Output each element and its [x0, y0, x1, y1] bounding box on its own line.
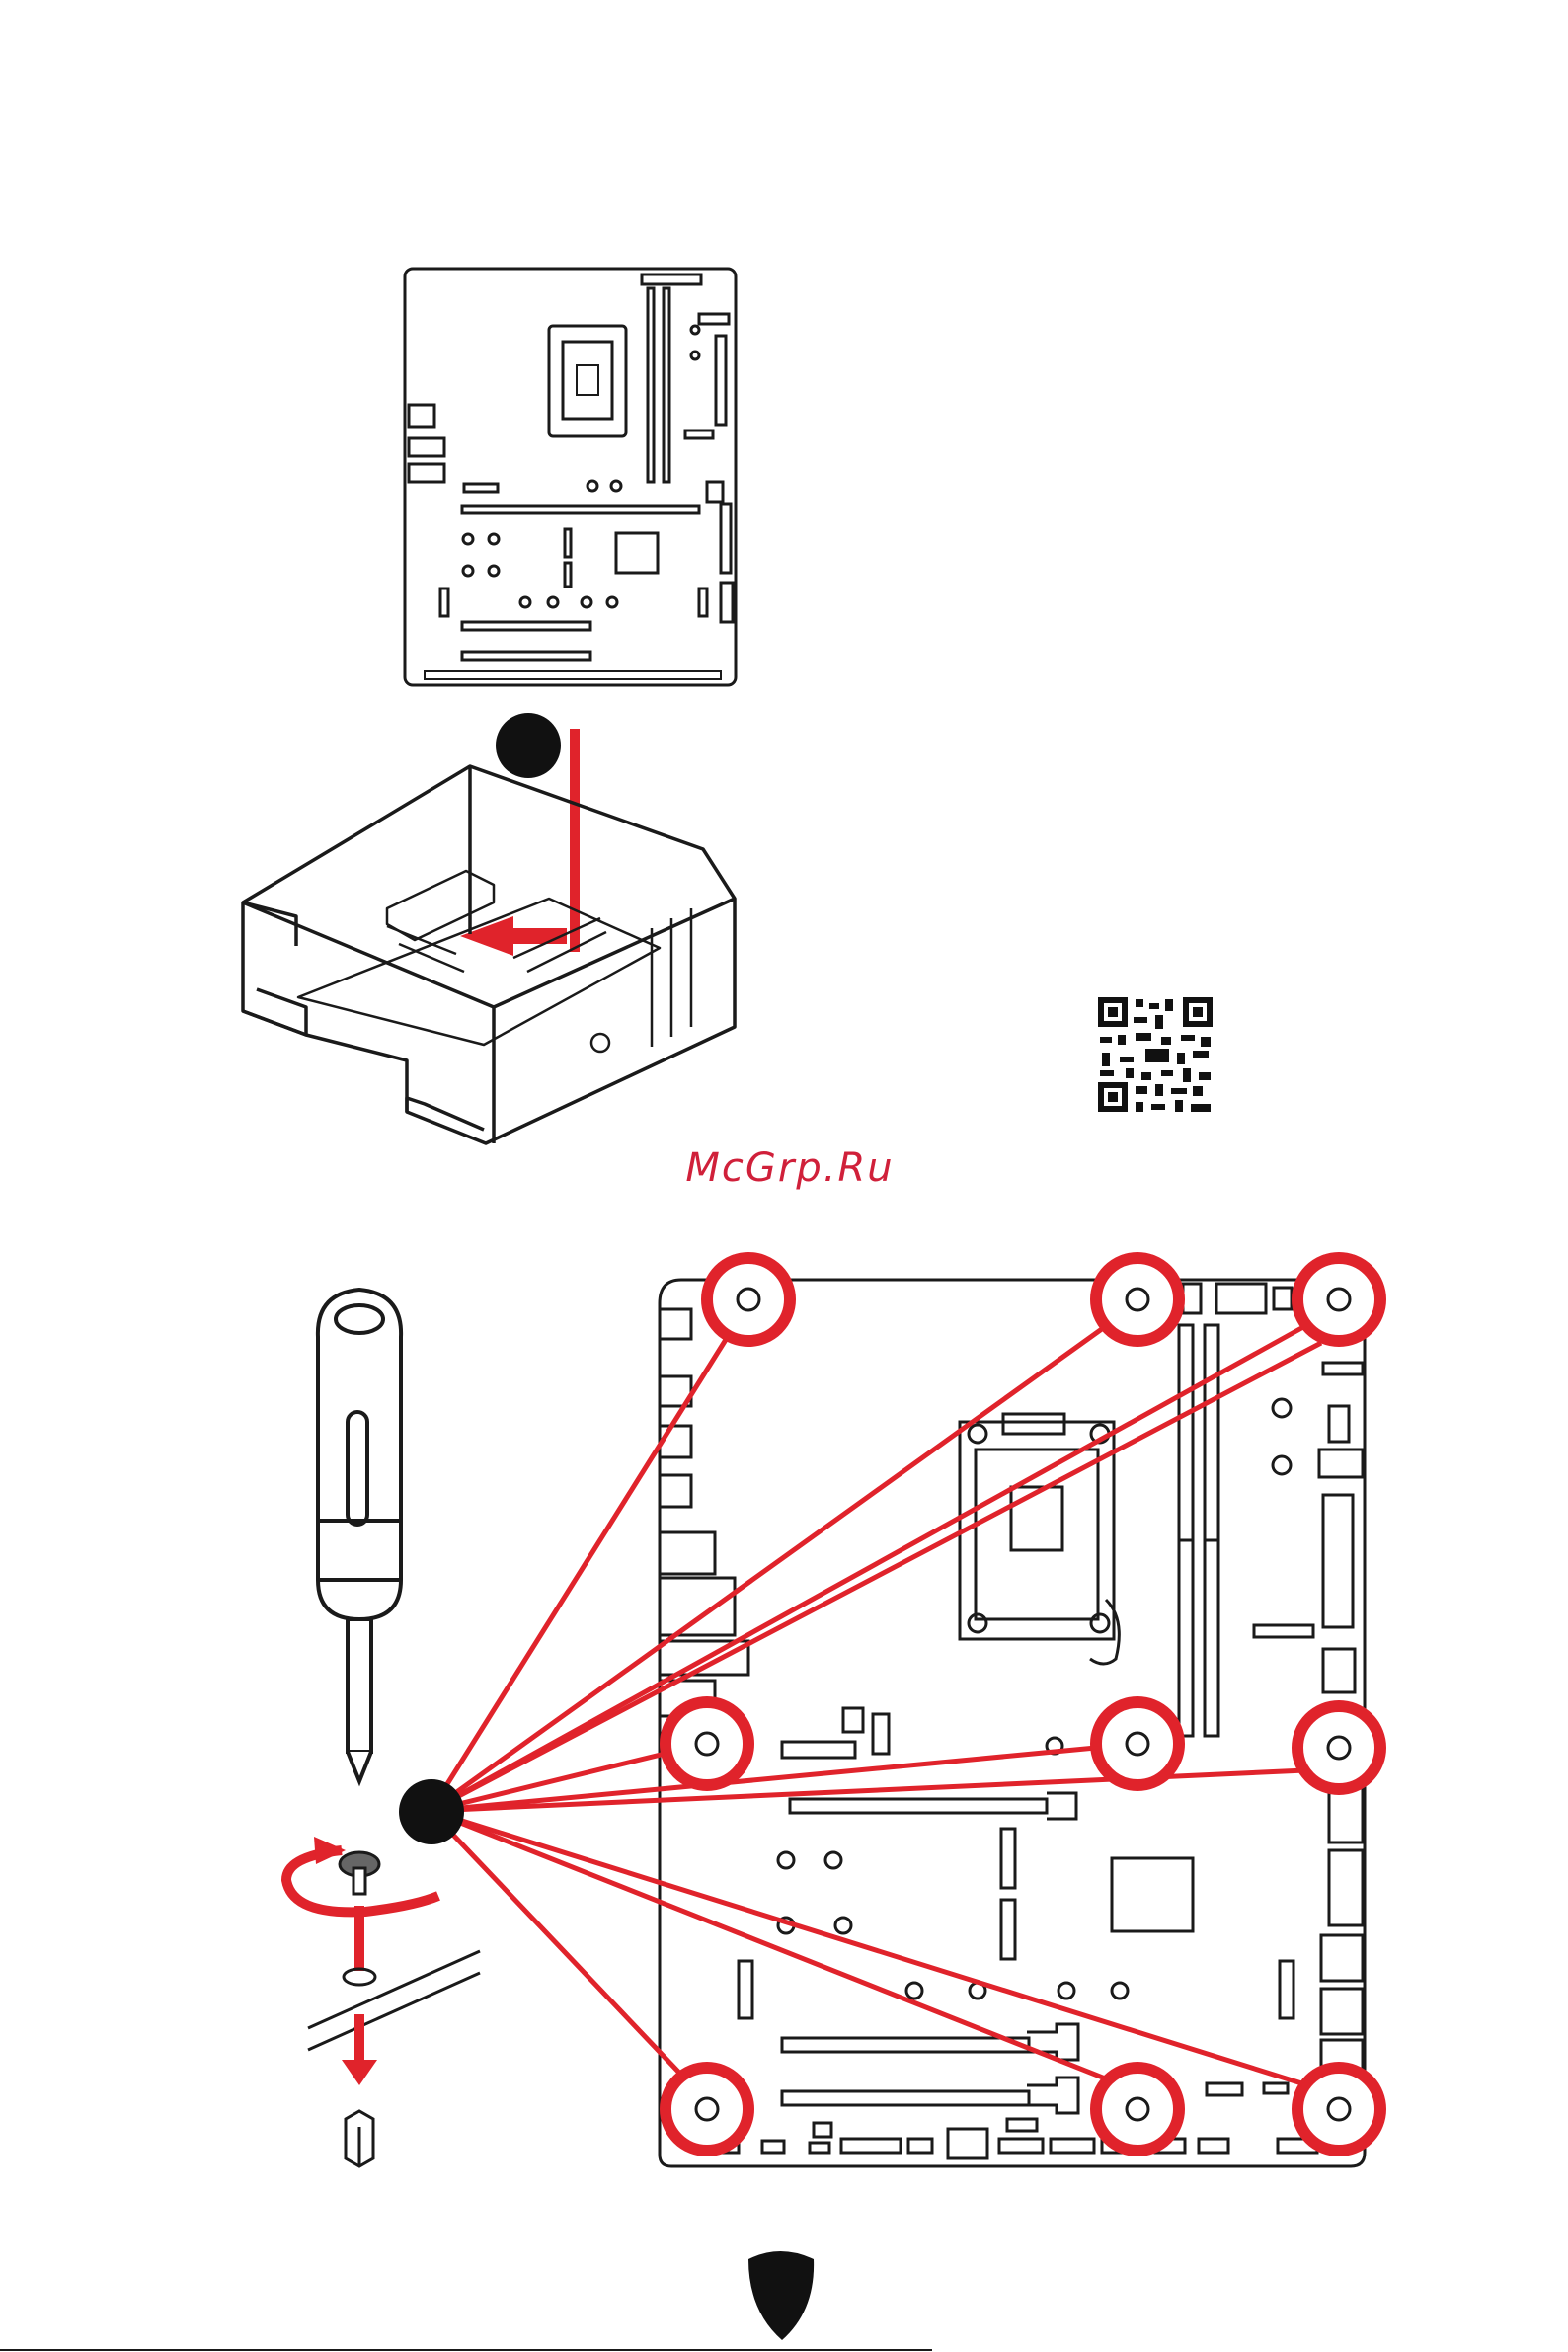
- standoff-down-arrow: [342, 2014, 377, 2085]
- large-motherboard-icon: [660, 1280, 1365, 2166]
- screw-icon: [340, 1852, 379, 1894]
- standoff-icon: [346, 2111, 373, 2166]
- mounting-hole: [1096, 1258, 1179, 1341]
- mounting-hole: [1297, 1706, 1380, 1789]
- small-motherboard-icon: [405, 269, 736, 685]
- mounting-holes: [666, 1258, 1380, 2151]
- board-hole-icon: [308, 1951, 480, 2050]
- mounting-hole: [666, 1702, 748, 1785]
- mounting-hole: [1096, 1702, 1179, 1785]
- mounting-hole: [1297, 1258, 1380, 1341]
- mounting-hole: [666, 2068, 748, 2151]
- screwdriver-icon: [318, 1290, 401, 1781]
- mounting-hole: [1297, 2068, 1380, 2151]
- mounting-hole: [1096, 2068, 1179, 2151]
- step-1-badge: [496, 713, 561, 778]
- qr-code-icon: [1096, 995, 1215, 1114]
- msi-shield-logo: [748, 2251, 814, 2340]
- pc-case-icon: [243, 766, 735, 1143]
- watermark: McGrp.Ru: [632, 1145, 948, 1191]
- mounting-hole: [707, 1258, 790, 1341]
- step-2-badge: [399, 1779, 464, 1844]
